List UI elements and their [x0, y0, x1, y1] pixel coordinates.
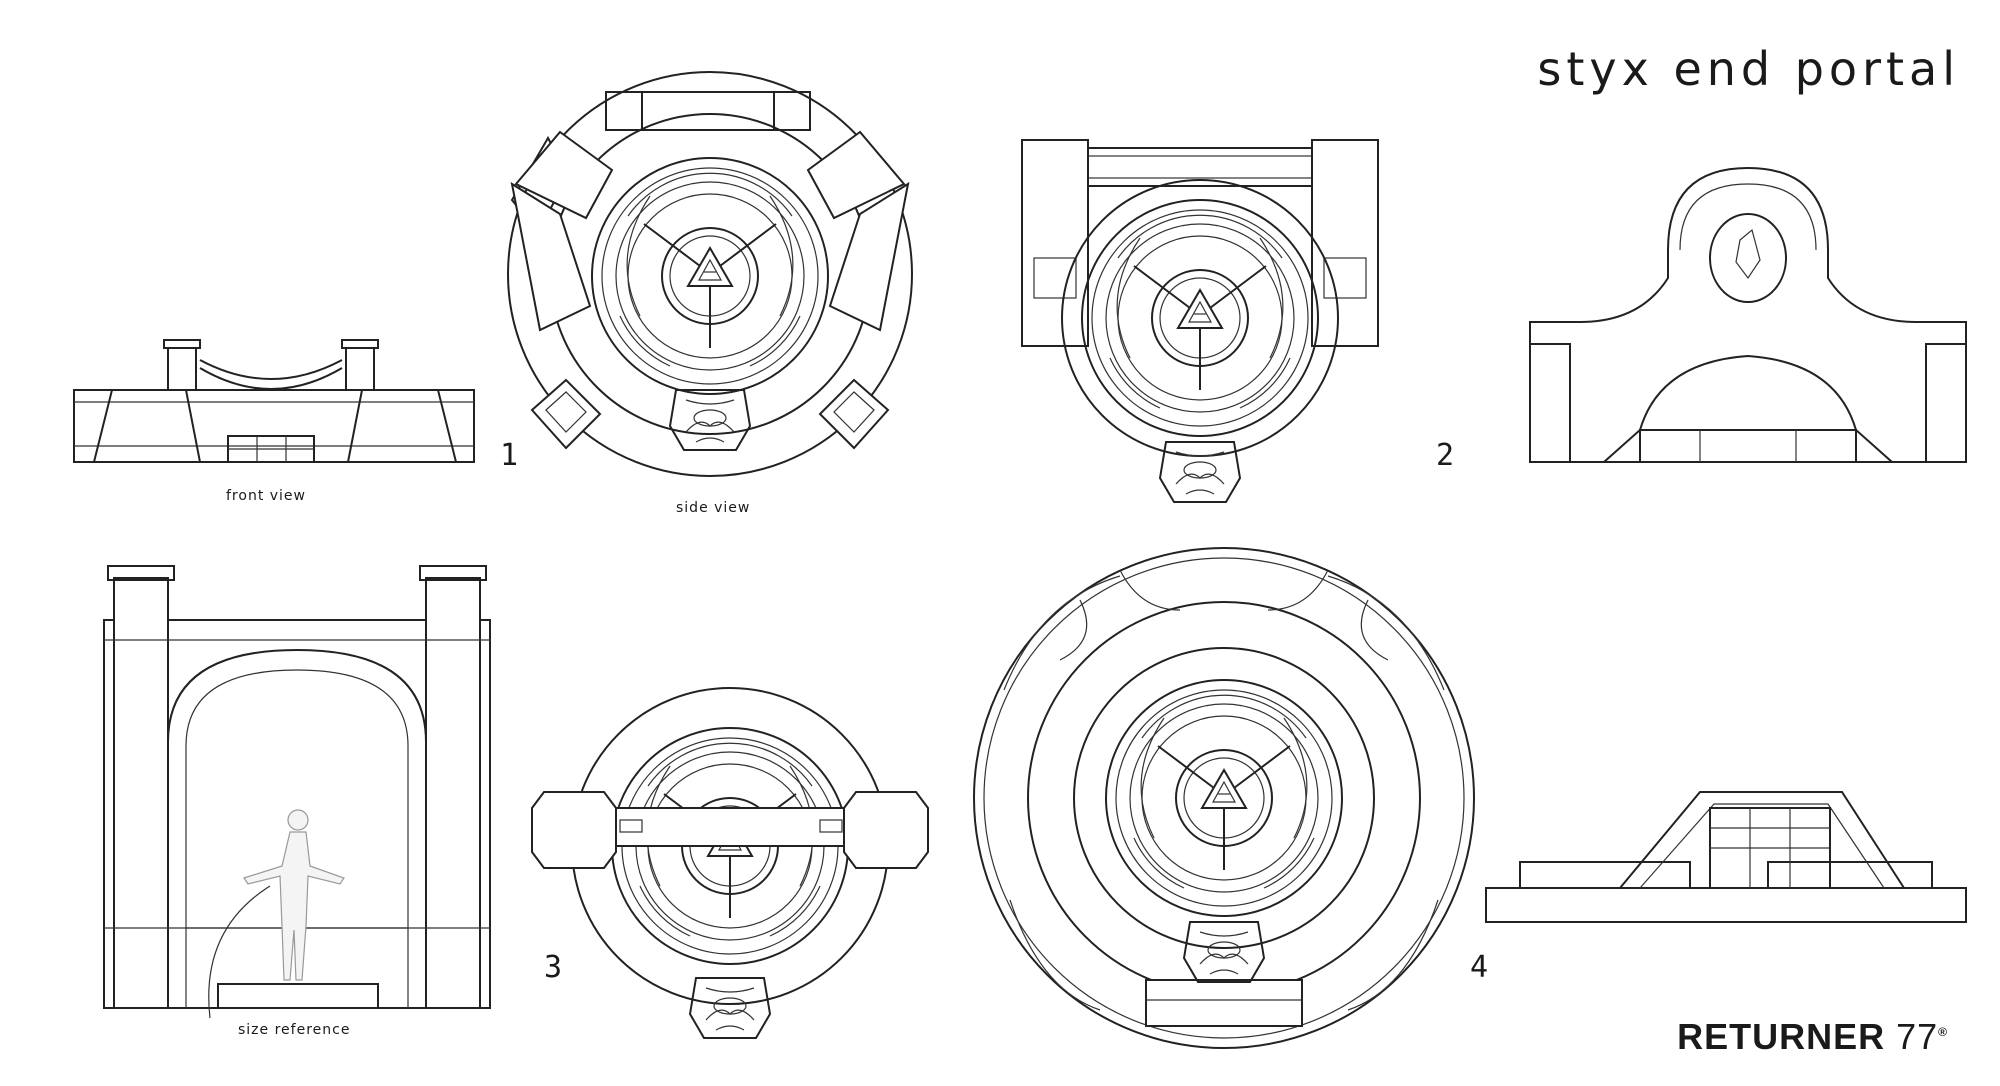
- brand-name: RETURNER: [1677, 1016, 1886, 1057]
- brand-number: 77: [1896, 1016, 1939, 1057]
- sheet-title: STYX END PORTAL: [1537, 42, 1960, 96]
- archway-size-reference-drawing: [103, 565, 491, 1019]
- variant-number-4: 4: [1470, 950, 1489, 985]
- size-reference-label: size reference: [238, 1022, 351, 1038]
- variant-number-2: 2: [1436, 438, 1455, 473]
- registered-mark: ®: [1938, 1025, 1948, 1039]
- front-view-label: Front view: [226, 488, 306, 504]
- portal-variant-3-drawing: [531, 687, 929, 1039]
- variant-number-1: 1: [500, 438, 519, 473]
- brand-logo: RETURNER 77®: [1677, 1016, 1948, 1058]
- arched-front-drawing: [1529, 166, 1967, 463]
- stepped-base-drawing: [1485, 791, 1967, 923]
- portal-variant-4-drawing: [973, 547, 1475, 1049]
- portal-variant-2-drawing: [1021, 139, 1379, 503]
- side-view-label: side view: [676, 500, 751, 516]
- front-view-drawing: [73, 339, 475, 463]
- variant-number-3: 3: [544, 950, 563, 985]
- side-view-drawing: [507, 71, 913, 477]
